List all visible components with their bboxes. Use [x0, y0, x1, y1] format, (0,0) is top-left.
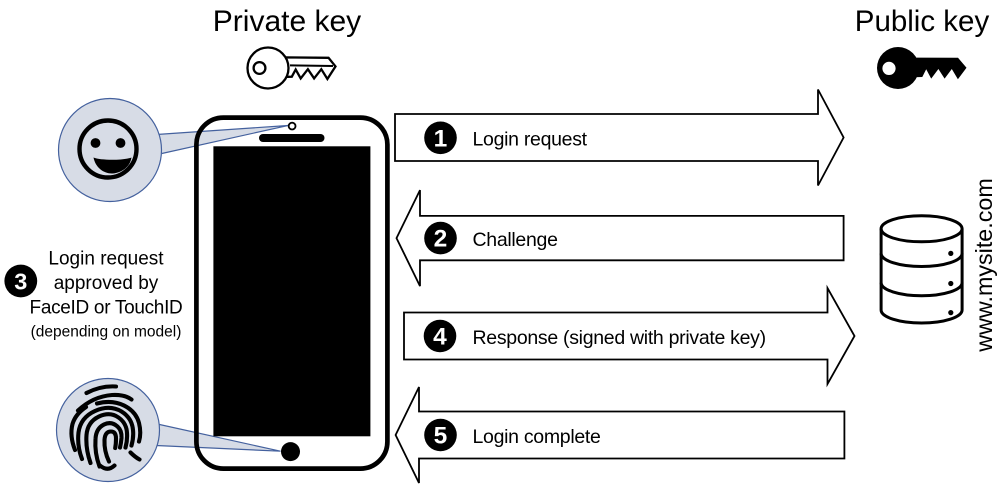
svg-text:FaceID or TouchID: FaceID or TouchID	[30, 298, 183, 319]
svg-text:www.mysite.com: www.mysite.com	[971, 178, 997, 352]
svg-text:Private key: Private key	[213, 5, 361, 38]
svg-text:Login complete: Login complete	[473, 426, 601, 448]
svg-text:approved by: approved by	[54, 273, 159, 294]
svg-text:Login request: Login request	[48, 249, 164, 270]
svg-text:Login request: Login request	[473, 129, 588, 151]
svg-text:Response (signed with private: Response (signed with private key)	[473, 327, 766, 349]
svg-text:4: 4	[433, 324, 447, 351]
svg-text:2: 2	[434, 226, 448, 253]
svg-text:(depending on model): (depending on model)	[31, 324, 182, 341]
svg-text:3: 3	[14, 269, 27, 295]
svg-text:1: 1	[434, 125, 448, 152]
svg-text:Challenge: Challenge	[473, 229, 558, 251]
svg-text:5: 5	[434, 423, 448, 450]
svg-text:Public key: Public key	[855, 5, 990, 38]
